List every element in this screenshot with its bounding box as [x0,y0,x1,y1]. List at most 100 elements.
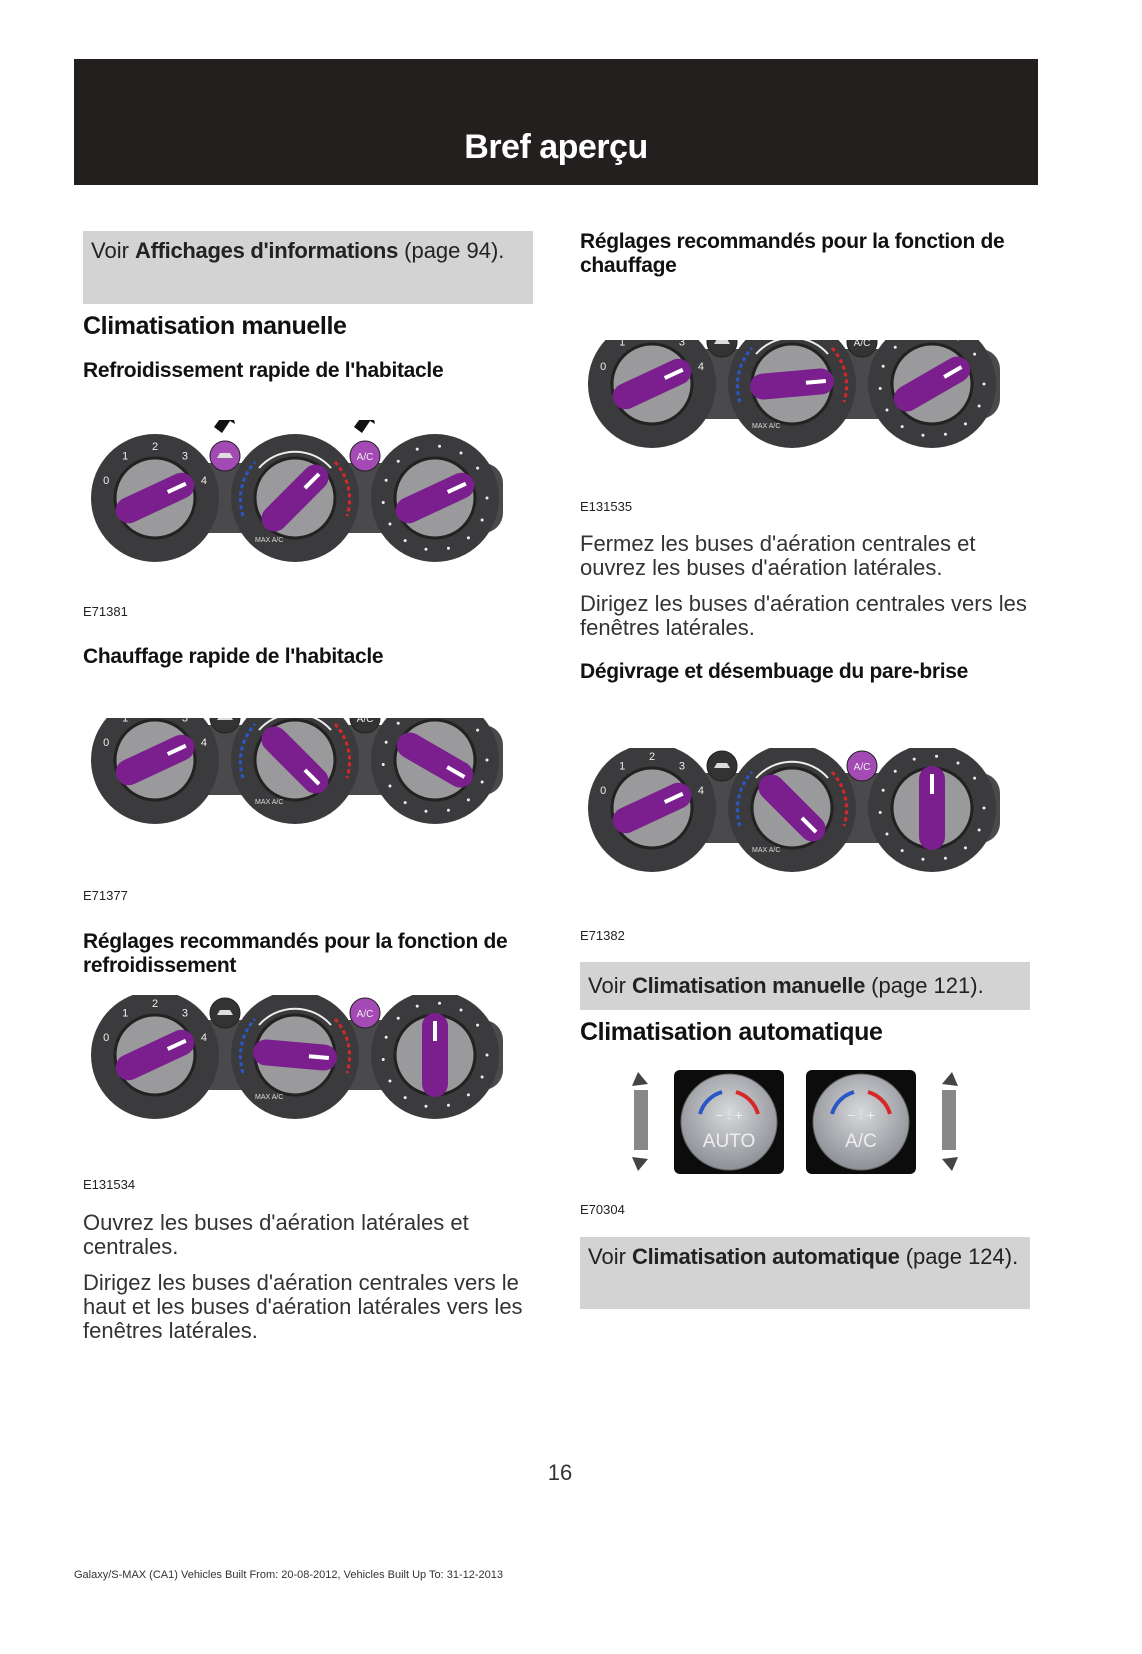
vent-dot [977,828,981,832]
fan-speed-label: 3 [182,1007,188,1019]
figure-code: E71377 [83,888,128,903]
knob-grip [115,472,195,524]
cold-scale [698,1090,723,1115]
figure-title: Dégivrage et désembuage du pare-brise [580,660,969,683]
section-title-manual-ac: Climatisation manuelle [83,312,347,340]
vent-dot [438,1001,442,1005]
hot-scale [830,770,849,827]
page-title: Bref aperçu [464,128,648,166]
hot-scale [830,346,849,403]
ref-link[interactable]: Climatisation automatique [632,1244,900,1269]
figure-title: Réglages recommandés pour la fonction de… [83,930,508,977]
ref-suffix: (page 124). [899,1244,1019,1269]
fan-speed-label: 2 [152,441,158,453]
figure-code: E71381 [83,604,128,619]
vent-dot [977,404,981,408]
cold-scale [735,770,754,827]
fan-speed-label: 2 [152,998,158,1010]
page-header: Bref aperçu [74,59,1038,185]
rotary-knob [612,782,692,834]
vent-dot [900,849,904,853]
rotary-knob [612,358,692,410]
figure-title: Chauffage rapide de l'habitacle [83,645,384,668]
rotary-knob [253,1039,337,1071]
fan-speed-label: 4 [201,737,207,749]
hot-scale [333,460,352,517]
fan-speed-label: 0 [103,737,109,749]
temp-arc [258,1007,332,1026]
vent-dot [476,728,480,732]
fan-speed-label: 1 [619,340,625,348]
vent-dot [963,846,967,850]
knob-indicator [663,367,684,380]
vent-dot [943,856,947,860]
knob-grip [115,734,195,786]
fan-speed-label: 3 [679,340,685,348]
vent-dot [893,769,897,773]
vent-dot [881,788,885,792]
recirculation-icon [714,763,730,768]
vent-dot [381,1058,385,1062]
rotary-knob [758,774,826,842]
rotary-knob [261,726,329,794]
ref-link[interactable]: Affichages d'informations [135,238,399,263]
ac-label: A/C [854,340,871,349]
rotary-knob [395,472,475,524]
vent-dot [921,857,925,861]
footer-text: Galaxy/S-MAX (CA1) Vehicles Built From: … [74,1569,503,1581]
vent-dot [466,1093,470,1097]
knob-indicator [805,379,827,385]
rotary-knob [750,368,834,400]
temperature-knob-auto[interactable] [680,1073,778,1171]
vent-dot [956,761,960,765]
temp-arc [258,718,332,731]
knob-indicator [800,816,818,834]
vent-dot [921,433,925,437]
vent-dot [459,451,463,455]
ref-suffix: (page 94). [398,238,505,263]
ref-link[interactable]: Climatisation manuelle [632,973,866,998]
vent-dot [388,522,392,526]
page-number: 16 [547,1460,573,1485]
figure-code: E71382 [580,928,625,943]
figure-code: E131535 [580,499,633,514]
vent-dot [943,432,947,436]
knob-grip [893,356,971,412]
vent-dot [480,780,484,784]
rotary-knob [919,766,945,850]
vent-dot [885,408,889,412]
rotary-knob [396,732,474,788]
paragraph: Dirigez les buses d'aération centrales v… [580,591,1027,640]
ac-button [349,440,381,472]
ac-button [349,718,381,734]
vent-dot [446,1103,450,1107]
fan-speed-label: 3 [182,450,188,462]
fan-speed-label: 0 [103,1032,109,1044]
vent-dot [466,536,470,540]
knob-grip [115,1029,195,1081]
fan-speed-label: 4 [698,785,704,797]
cold-scale [830,1090,855,1115]
knob-indicator [166,1038,187,1051]
vent-dot [384,1035,388,1039]
vent-dot [424,1104,428,1108]
vent-dot [485,496,489,500]
vent-dot [480,1075,484,1079]
ref-prefix: Voir [588,973,633,998]
vent-dot [881,364,885,368]
vent-dot [446,808,450,812]
temperature-knob-ac[interactable] [812,1073,910,1171]
fan-speed-label: 1 [122,718,128,724]
hot-scale [333,1017,352,1074]
vent-dot [396,1016,400,1020]
ac-button [349,997,381,1029]
pointer-arrow-icon [214,420,235,433]
knob-label: AUTO [703,1131,755,1152]
figure-title: Refroidissement rapide de l'habitacle [83,359,444,382]
hot-scale [333,722,352,779]
vent-dot [973,352,977,356]
vent-dot [485,758,489,762]
knob-grip [919,766,945,850]
